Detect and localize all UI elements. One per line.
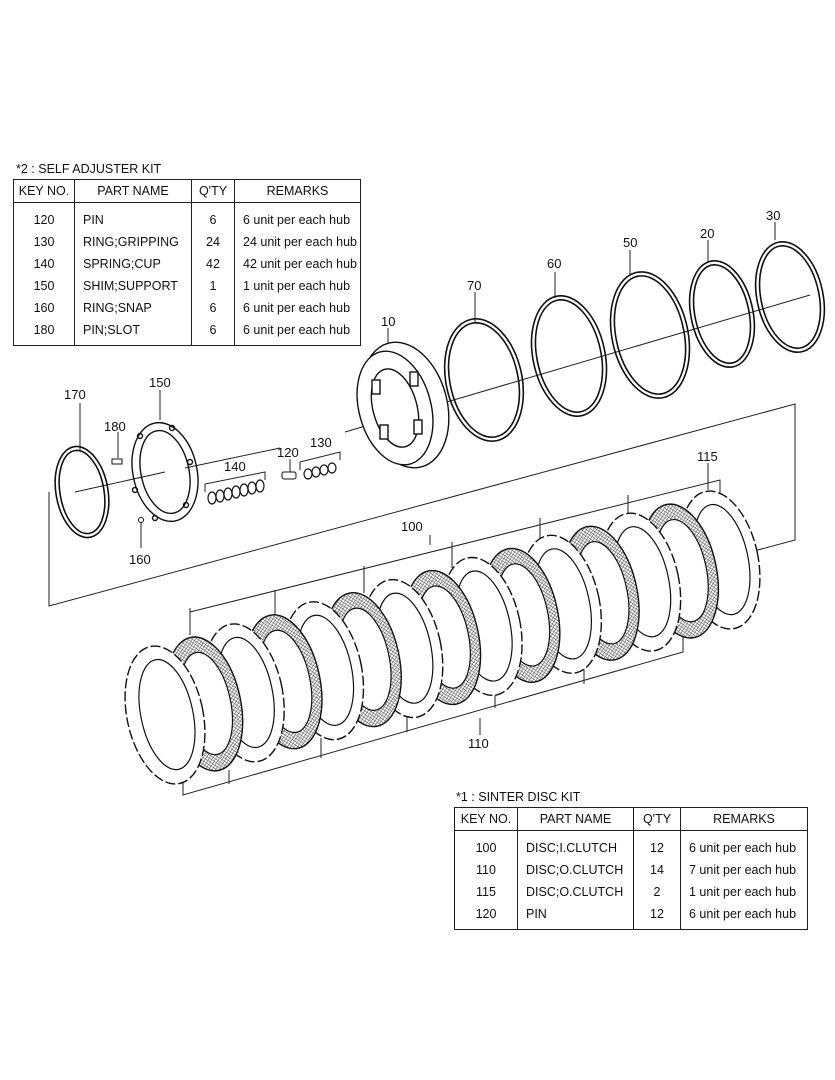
table-cell: 6 xyxy=(191,202,235,231)
callout-170: 170 xyxy=(64,387,86,402)
callout-10: 10 xyxy=(381,314,395,329)
table-cell: 150 xyxy=(13,275,75,297)
table-cell: DISC;I.CLUTCH xyxy=(517,830,634,859)
table-cell: 42 xyxy=(191,253,235,275)
part-140-cup-springs xyxy=(207,479,265,505)
header-key-no: KEY NO. xyxy=(13,179,75,203)
callout-180: 180 xyxy=(104,419,126,434)
part-10-hub xyxy=(356,341,450,469)
callout-150: 150 xyxy=(149,375,171,390)
table-header-row: KEY NO. PART NAME Q'TY REMARKS xyxy=(13,179,361,203)
table-cell: SHIM;SUPPORT xyxy=(74,275,192,297)
table-cell: 1 xyxy=(191,275,235,297)
table-cell: RING;SNAP xyxy=(74,297,192,319)
part-20-ring xyxy=(688,259,756,369)
header-part-name: PART NAME xyxy=(517,807,634,831)
header-part-name: PART NAME xyxy=(74,179,192,203)
table-cell: DISC;O.CLUTCH xyxy=(517,859,634,881)
header-key-no: KEY NO. xyxy=(454,807,518,831)
table-cell: PIN xyxy=(517,903,634,930)
callout-130: 130 xyxy=(310,435,332,450)
table-cell: 14 xyxy=(633,859,681,881)
table-cell: 180 xyxy=(13,319,75,346)
part-150-shim-support xyxy=(131,421,199,523)
table-cell: 12 xyxy=(633,830,681,859)
part-130-gripping-rings xyxy=(303,462,337,480)
table-cell: 120 xyxy=(13,202,75,231)
table-cell: 2 xyxy=(633,881,681,903)
table-cell: 6 unit per each hub xyxy=(680,830,808,859)
table-cell: 24 unit per each hub xyxy=(234,231,361,253)
clutch-disc-stack xyxy=(124,490,761,785)
header-qty: Q'TY xyxy=(633,807,681,831)
table-cell: 6 unit per each hub xyxy=(680,903,808,930)
table-cell: 12 xyxy=(633,903,681,930)
table-cell: 24 xyxy=(191,231,235,253)
part-50-ring xyxy=(609,271,691,399)
part-120-pin xyxy=(281,471,297,480)
callout-50: 50 xyxy=(623,235,637,250)
table-cell: 6 xyxy=(191,319,235,346)
table-cell: 115 xyxy=(454,881,518,903)
table-cell: PIN xyxy=(74,202,192,231)
part-70-ring xyxy=(443,318,525,442)
callout-20: 20 xyxy=(700,226,714,241)
callout-110: 110 xyxy=(468,736,489,751)
callout-100: 100 xyxy=(401,519,423,534)
table-header-row: KEY NO. PART NAME Q'TY REMARKS xyxy=(454,807,808,831)
table-cell: DISC;O.CLUTCH xyxy=(517,881,634,903)
header-remarks: REMARKS xyxy=(680,807,808,831)
steel-disc xyxy=(124,645,206,785)
self-adjuster-kit-title: *2 : SELF ADJUSTER KIT xyxy=(16,162,162,176)
table-cell: 160 xyxy=(13,297,75,319)
callout-160: 160 xyxy=(129,552,151,567)
callout-labels: 10 20 30 50 60 70 100 110 115 120 130 14… xyxy=(64,208,780,751)
table-cell: 42 unit per each hub xyxy=(234,253,361,275)
callout-120: 120 xyxy=(277,445,299,460)
table-cell: 6 unit per each hub xyxy=(234,202,361,231)
table-cell: 1 unit per each hub xyxy=(234,275,361,297)
callout-115: 115 xyxy=(697,449,718,464)
callout-30: 30 xyxy=(766,208,780,223)
part-180-slot-pin xyxy=(111,458,123,465)
table-cell: 6 unit per each hub xyxy=(234,297,361,319)
callout-140: 140 xyxy=(224,459,246,474)
table-cell: 7 unit per each hub xyxy=(680,859,808,881)
table-cell: 1 unit per each hub xyxy=(680,881,808,903)
part-160-snap-ring xyxy=(138,517,144,523)
sinter-disc-kit-title: *1 : SINTER DISC KIT xyxy=(456,790,581,804)
callout-60: 60 xyxy=(547,256,561,271)
table-cell: RING;GRIPPING xyxy=(74,231,192,253)
table-cell: SPRING;CUP xyxy=(74,253,192,275)
part-60-ring xyxy=(530,295,608,417)
table-cell: 100 xyxy=(454,830,518,859)
table-cell: 6 unit per each hub xyxy=(234,319,361,346)
table-cell: 130 xyxy=(13,231,75,253)
callout-70: 70 xyxy=(467,278,481,293)
table-cell: 6 xyxy=(191,297,235,319)
table-cell: 140 xyxy=(13,253,75,275)
table-cell: 110 xyxy=(454,859,518,881)
table-cell: 120 xyxy=(454,903,518,930)
part-30-ring xyxy=(754,240,826,354)
header-qty: Q'TY xyxy=(191,179,235,203)
header-remarks: REMARKS xyxy=(234,179,361,203)
table-cell: PIN;SLOT xyxy=(74,319,192,346)
part-170-snap-ring xyxy=(54,445,110,539)
